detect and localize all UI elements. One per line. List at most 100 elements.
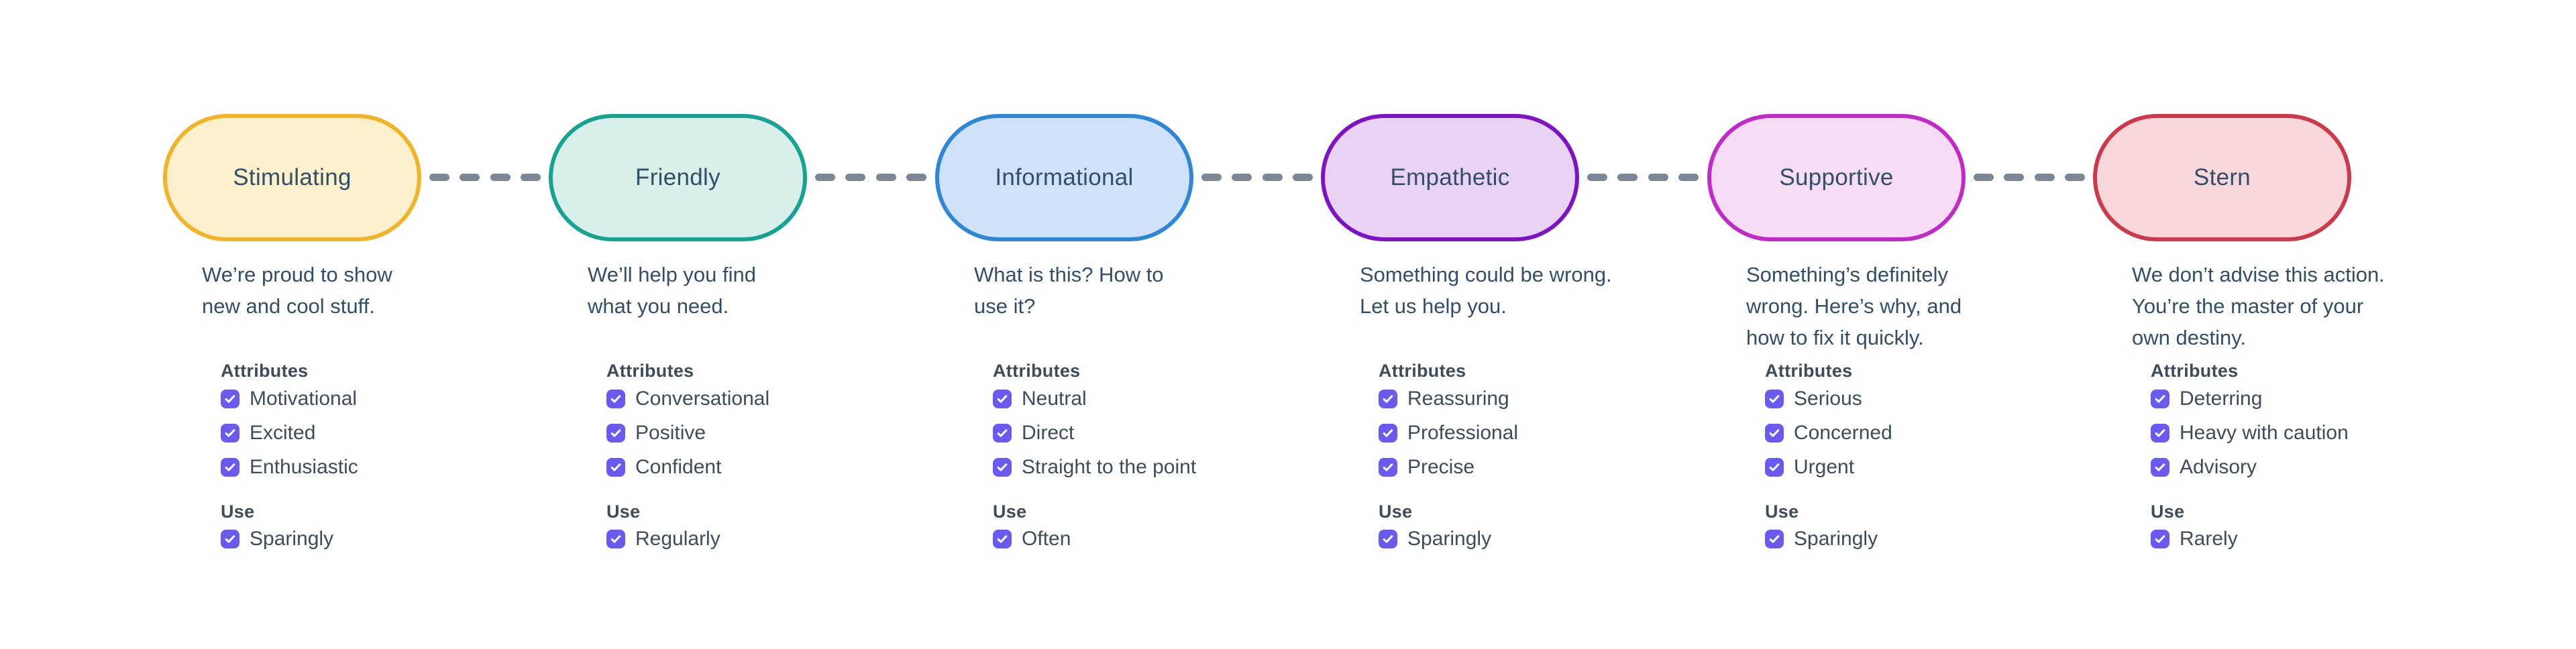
use-checkbox-row: Sparingly bbox=[221, 528, 334, 550]
attributes-list: Conversational Positive Confident bbox=[606, 388, 769, 492]
attributes-list: Neutral Direct Straight to the point bbox=[993, 388, 1196, 492]
connector-dash bbox=[1201, 174, 1222, 181]
checkbox-checked[interactable] bbox=[2151, 458, 2169, 477]
checkbox-label: Precise bbox=[1407, 456, 1475, 478]
checkbox-checked[interactable] bbox=[993, 424, 1012, 442]
checkbox-checked[interactable] bbox=[606, 530, 625, 548]
description-line: wrong. Here’s why, and bbox=[1746, 294, 1962, 318]
tone-column-friendly: Friendly We’ll help you find what you ne… bbox=[549, 114, 935, 550]
checkbox-checked[interactable] bbox=[2151, 390, 2169, 408]
tone-pill: Empathetic bbox=[1321, 114, 1579, 241]
attribute-checkbox-row: Direct bbox=[993, 422, 1196, 444]
attribute-checkbox-row: Concerned bbox=[1765, 422, 1892, 444]
description-line: What is this? How to bbox=[974, 263, 1164, 286]
description-line: You’re the master of your bbox=[2132, 294, 2364, 318]
checkbox-checked[interactable] bbox=[1379, 458, 1397, 477]
checkbox-label: Excited bbox=[250, 422, 316, 444]
checkbox-label: Sparingly bbox=[250, 528, 334, 550]
checkbox-checked[interactable] bbox=[1379, 390, 1397, 408]
check-icon bbox=[1383, 429, 1393, 437]
tone-pill-label: Informational bbox=[995, 164, 1134, 190]
tone-pill: Stimulating bbox=[163, 114, 421, 241]
checkbox-checked[interactable] bbox=[221, 390, 239, 408]
tone-column-stern: Stern We don’t advise this action. You’r… bbox=[2093, 114, 2479, 550]
tone-pill: Informational bbox=[935, 114, 1193, 241]
checkbox-checked[interactable] bbox=[221, 424, 239, 442]
attribute-checkbox-row: Heavy with caution bbox=[2151, 422, 2349, 444]
attribute-checkbox-row: Reassuring bbox=[1379, 388, 1518, 410]
tone-pill-label: Friendly bbox=[635, 164, 720, 190]
attributes-list: Reassuring Professional Precise bbox=[1379, 388, 1518, 492]
checkbox-checked[interactable] bbox=[221, 458, 239, 477]
description-line: what you need. bbox=[588, 294, 729, 318]
description-line: We don’t advise this action. bbox=[2132, 263, 2385, 286]
attribute-checkbox-row: Positive bbox=[606, 422, 769, 444]
checkbox-checked[interactable] bbox=[2151, 530, 2169, 548]
use-header: Use bbox=[993, 501, 1027, 522]
checkbox-label: Direct bbox=[1022, 422, 1075, 444]
connector-dash bbox=[1617, 174, 1638, 181]
connector-dash bbox=[2004, 174, 2025, 181]
check-icon bbox=[610, 429, 621, 437]
attribute-checkbox-row: Deterring bbox=[2151, 388, 2349, 410]
checkbox-label: Urgent bbox=[1794, 456, 1855, 478]
checkbox-checked[interactable] bbox=[1765, 458, 1784, 477]
description-line: how to fix it quickly. bbox=[1746, 326, 1924, 349]
attributes-list: Motivational Excited Enthusiastic bbox=[221, 388, 358, 492]
check-icon bbox=[1383, 395, 1393, 403]
checkbox-checked[interactable] bbox=[1765, 530, 1784, 548]
connector-dash bbox=[1292, 174, 1313, 181]
checkbox-checked[interactable] bbox=[221, 530, 239, 548]
checkbox-checked[interactable] bbox=[993, 390, 1012, 408]
checkbox-checked[interactable] bbox=[993, 458, 1012, 477]
attribute-checkbox-row: Urgent bbox=[1765, 456, 1892, 478]
attribute-checkbox-row: Motivational bbox=[221, 388, 358, 410]
use-header: Use bbox=[1379, 501, 1413, 522]
checkbox-checked[interactable] bbox=[1379, 424, 1397, 442]
tone-description: Something’s definitely wrong. Here’s why… bbox=[1746, 259, 1962, 353]
checkbox-checked[interactable] bbox=[1765, 424, 1784, 442]
connector-dash bbox=[1262, 174, 1283, 181]
connector-dash bbox=[1974, 174, 1994, 181]
checkbox-checked[interactable] bbox=[993, 530, 1012, 548]
dashed-connector bbox=[429, 174, 541, 181]
checkbox-label: Serious bbox=[1794, 388, 1862, 410]
use-checkbox-row: Rarely bbox=[2151, 528, 2238, 550]
checkbox-checked[interactable] bbox=[2151, 424, 2169, 442]
check-icon bbox=[1769, 429, 1780, 437]
tone-pill-label: Stern bbox=[2193, 164, 2251, 190]
check-icon bbox=[2155, 429, 2165, 437]
checkbox-checked[interactable] bbox=[606, 390, 625, 408]
tone-pill-label: Stimulating bbox=[233, 164, 352, 190]
checkbox-checked[interactable] bbox=[1765, 390, 1784, 408]
tone-description: We don’t advise this action. You’re the … bbox=[2132, 259, 2385, 353]
description-line: We’re proud to show bbox=[202, 263, 392, 286]
use-checkbox-row: Sparingly bbox=[1379, 528, 1491, 550]
tone-column-supportive: Supportive Something’s definitely wrong.… bbox=[1707, 114, 2094, 550]
connector-dash bbox=[2034, 174, 2055, 181]
check-icon bbox=[610, 463, 621, 471]
use-checkbox-row: Regularly bbox=[606, 528, 720, 550]
tone-pill: Supportive bbox=[1707, 114, 1966, 241]
connector-dash bbox=[1678, 174, 1699, 181]
check-icon bbox=[997, 463, 1008, 471]
use-header: Use bbox=[2151, 501, 2185, 522]
attribute-checkbox-row: Serious bbox=[1765, 388, 1892, 410]
attributes-list: Serious Concerned Urgent bbox=[1765, 388, 1892, 492]
checkbox-checked[interactable] bbox=[606, 424, 625, 442]
attribute-checkbox-row: Confident bbox=[606, 456, 769, 478]
check-icon bbox=[997, 395, 1008, 403]
connector-dash bbox=[2064, 174, 2085, 181]
checkbox-checked[interactable] bbox=[606, 458, 625, 477]
check-icon bbox=[2155, 463, 2165, 471]
use-checkbox-row: Often bbox=[993, 528, 1071, 550]
checkbox-label: Sparingly bbox=[1794, 528, 1878, 550]
use-header: Use bbox=[606, 501, 641, 522]
use-checkbox-row: Sparingly bbox=[1765, 528, 1878, 550]
tone-column-informational: Informational What is this? How to use i… bbox=[935, 114, 1322, 550]
description-line: We’ll help you find bbox=[588, 263, 757, 286]
attribute-checkbox-row: Precise bbox=[1379, 456, 1518, 478]
checkbox-checked[interactable] bbox=[1379, 530, 1397, 548]
connector-dash bbox=[1232, 174, 1252, 181]
